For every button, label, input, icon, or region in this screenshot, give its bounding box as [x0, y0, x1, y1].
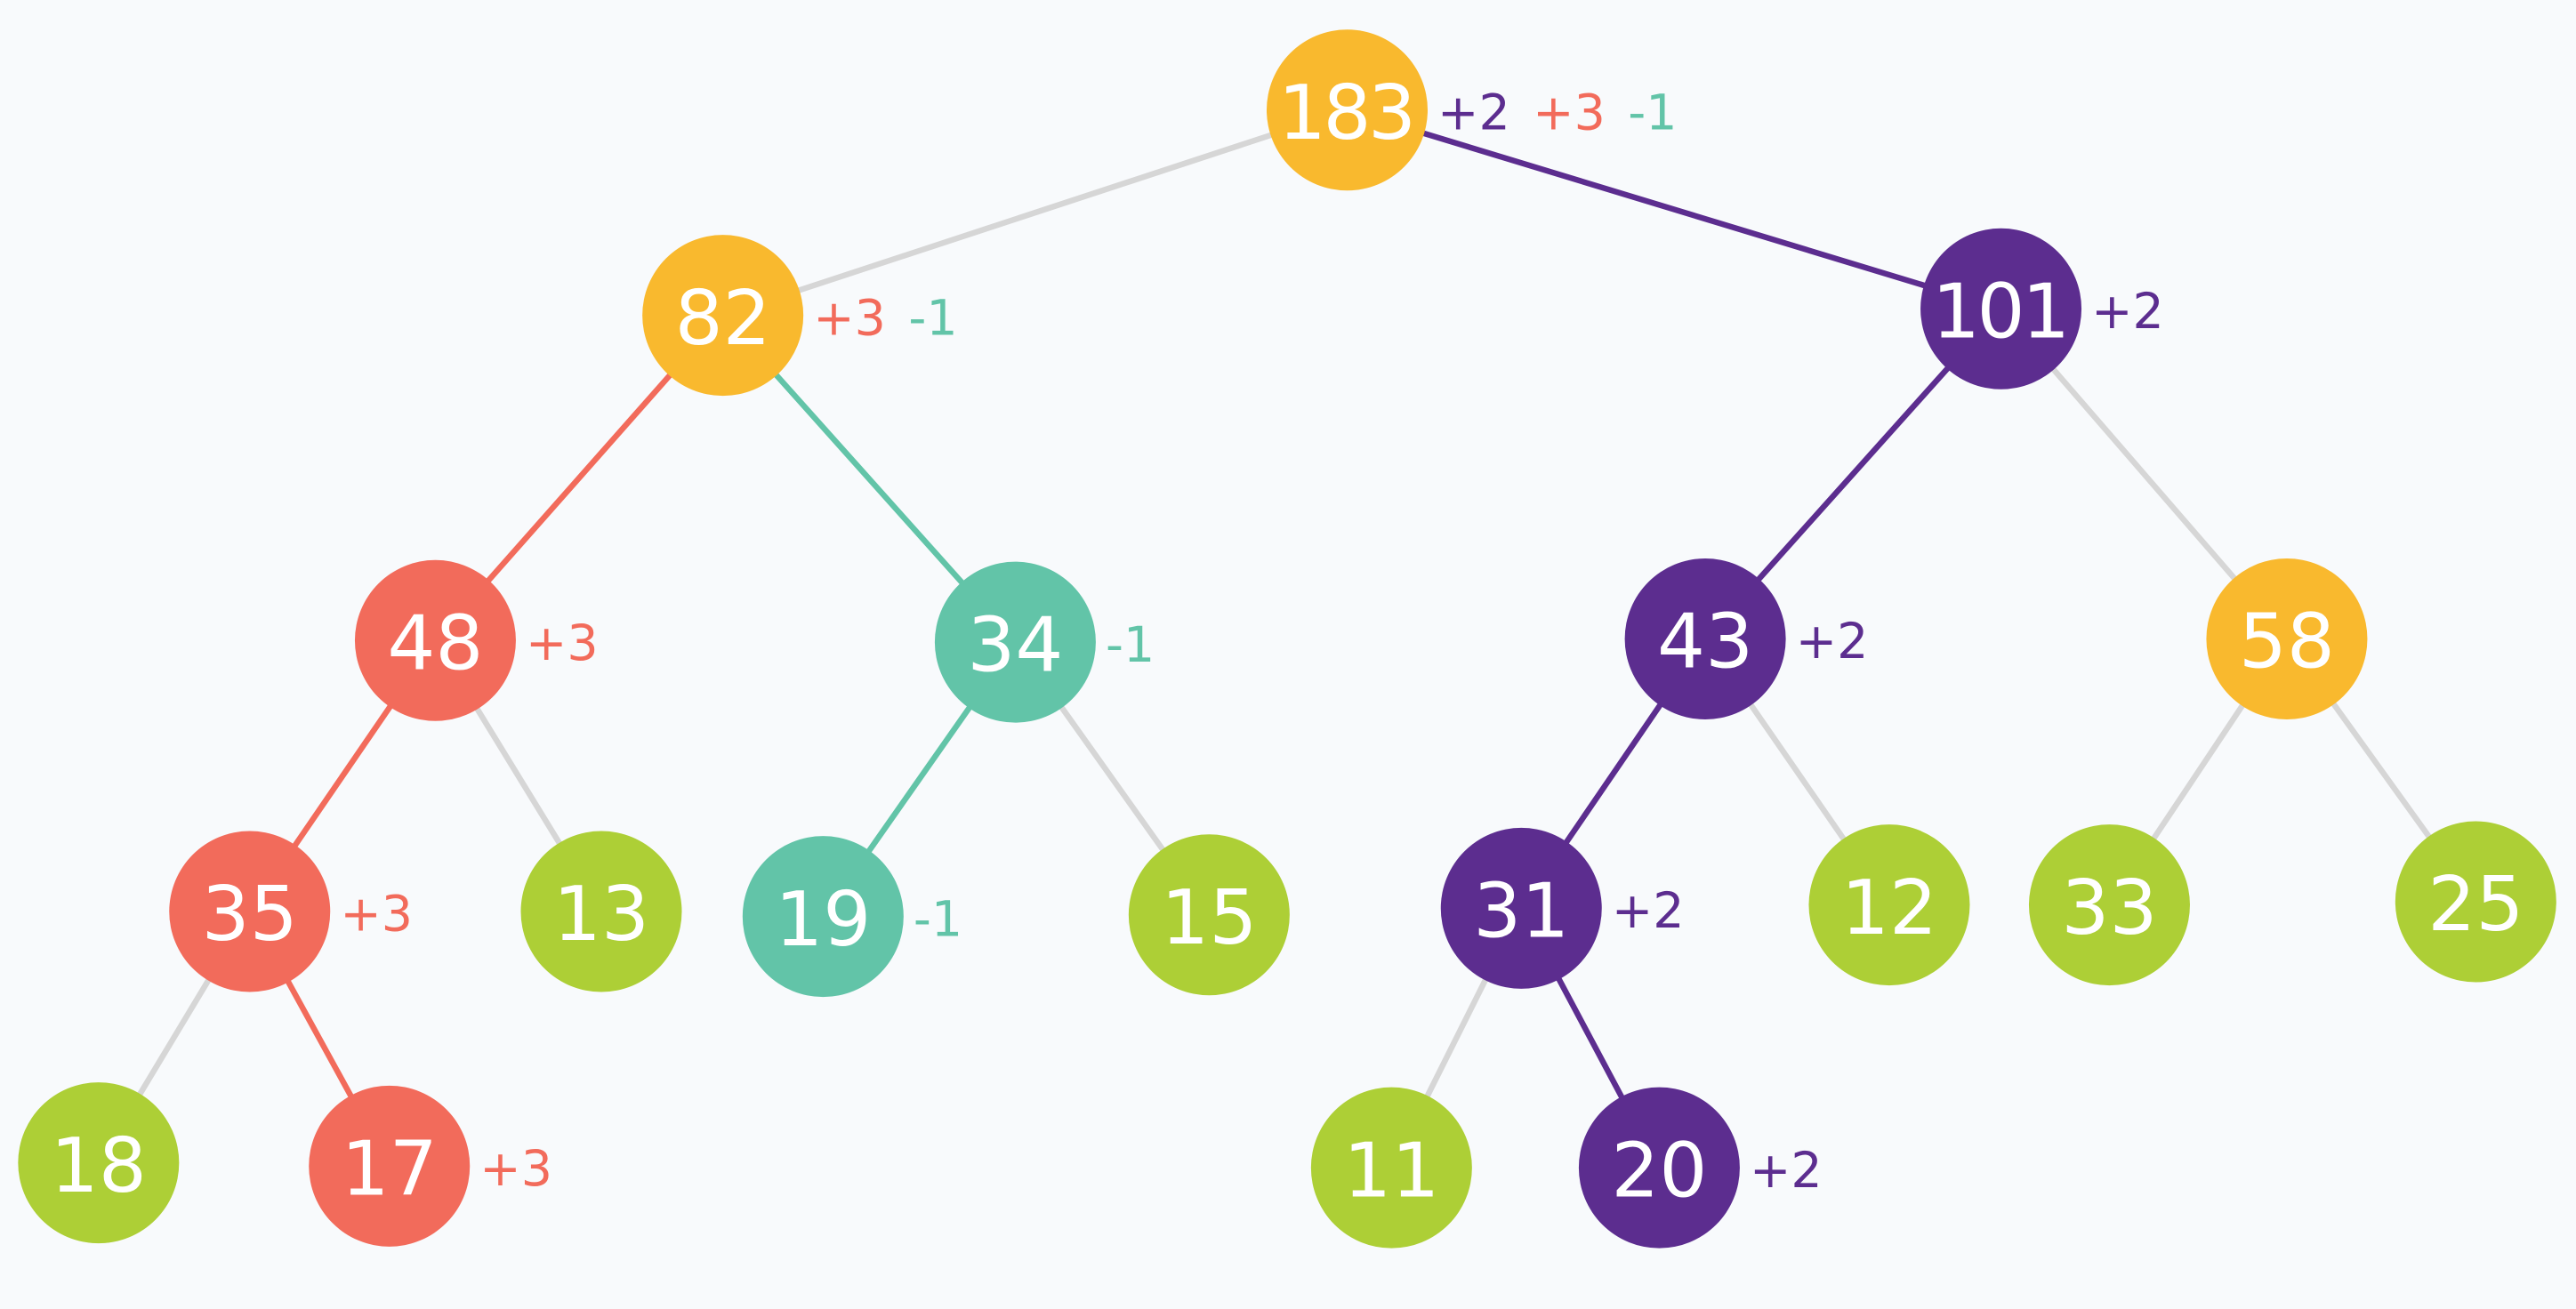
tree-node: 43 +2 — [1624, 558, 1869, 719]
delta-label: +3 — [526, 615, 599, 672]
node-circle — [934, 561, 1096, 723]
delta-label: +2 — [1750, 1143, 1823, 1200]
node-value: 11 — [1343, 1127, 1439, 1215]
node-circle — [1266, 29, 1428, 191]
tree-node: 12 — [1808, 824, 1970, 986]
node-value: 82 — [675, 275, 771, 363]
tree-node: 11 — [1310, 1087, 1472, 1249]
delta-label: -1 — [1106, 617, 1155, 674]
node-circle — [742, 836, 904, 998]
tree-node: 15 — [1128, 834, 1290, 996]
node-circle — [2206, 558, 2368, 719]
tree-node: 183 +2 +3 -1 — [1266, 29, 1678, 191]
node-circle — [1808, 824, 1970, 986]
node-circle — [1578, 1087, 1740, 1249]
delta-label: +2 — [2091, 284, 2164, 341]
delta-label: +2 — [1437, 84, 1510, 141]
node-circle — [2395, 821, 2556, 983]
node-circle — [18, 1082, 180, 1244]
node-value: 43 — [1657, 598, 1753, 687]
node-circle — [1624, 558, 1786, 719]
node-value: 35 — [202, 871, 298, 959]
tree-node: 33 — [2028, 824, 2190, 986]
node-value: 33 — [2061, 864, 2157, 952]
node-value: 101 — [1932, 268, 2070, 356]
node-value: 34 — [967, 601, 1063, 689]
tree-node: 31 +2 — [1440, 827, 1685, 989]
delta-label: +3 — [340, 887, 413, 944]
node-circle — [2028, 824, 2190, 986]
delta-label: +2 — [1796, 614, 1869, 671]
tree-node: 13 — [520, 831, 682, 992]
node-circle — [520, 831, 682, 992]
node-value: 17 — [342, 1126, 438, 1214]
delta-label: +3 — [479, 1141, 552, 1198]
edge-n183-n82 — [721, 107, 1348, 318]
tree-node: 35 +3 — [169, 831, 413, 992]
node-value: 25 — [2427, 861, 2524, 949]
tree-node: 17 +3 — [309, 1085, 552, 1247]
node-circle — [309, 1085, 471, 1247]
edge-n183-n101 — [1346, 107, 2002, 312]
delta-label: -1 — [1628, 84, 1677, 141]
node-circle — [1128, 834, 1290, 996]
nodes: 183 +2 +3 -1 82 +3 -1 101 +2 48 +3 34 -1 43 +2 58 35 +3 13… — [18, 29, 2556, 1249]
tree-node: 25 — [2395, 821, 2556, 983]
delta-label: +3 — [1533, 84, 1606, 141]
node-value: 12 — [1841, 864, 1937, 952]
node-circle — [1440, 827, 1602, 989]
node-circle — [1920, 228, 2082, 389]
node-value: 13 — [553, 871, 649, 959]
tree-node: 20 +2 — [1578, 1087, 1823, 1249]
tree-node: 19 -1 — [742, 836, 962, 998]
node-value: 48 — [387, 599, 483, 687]
delta-label: +3 — [813, 290, 886, 347]
delta-label: -1 — [914, 891, 962, 948]
tree-node: 18 — [18, 1082, 180, 1244]
node-value: 20 — [1611, 1127, 1707, 1215]
node-circle — [169, 831, 331, 992]
node-circle — [1310, 1087, 1472, 1249]
tree-node: 101 +2 — [1920, 228, 2164, 389]
tree-node: 34 -1 — [934, 561, 1155, 723]
node-value: 183 — [1278, 69, 1416, 157]
tree-node: 58 — [2206, 558, 2368, 719]
node-value: 58 — [2239, 598, 2335, 687]
delta-label: -1 — [908, 290, 957, 347]
node-value: 19 — [775, 876, 871, 964]
node-value: 31 — [1473, 868, 1569, 956]
node-value: 15 — [1161, 874, 1257, 962]
delta-label: +2 — [1612, 883, 1685, 940]
tree-node: 82 +3 -1 — [642, 235, 958, 397]
tree-node: 48 +3 — [354, 559, 599, 721]
node-circle — [642, 235, 804, 397]
node-value: 18 — [51, 1122, 147, 1210]
node-circle — [354, 559, 516, 721]
